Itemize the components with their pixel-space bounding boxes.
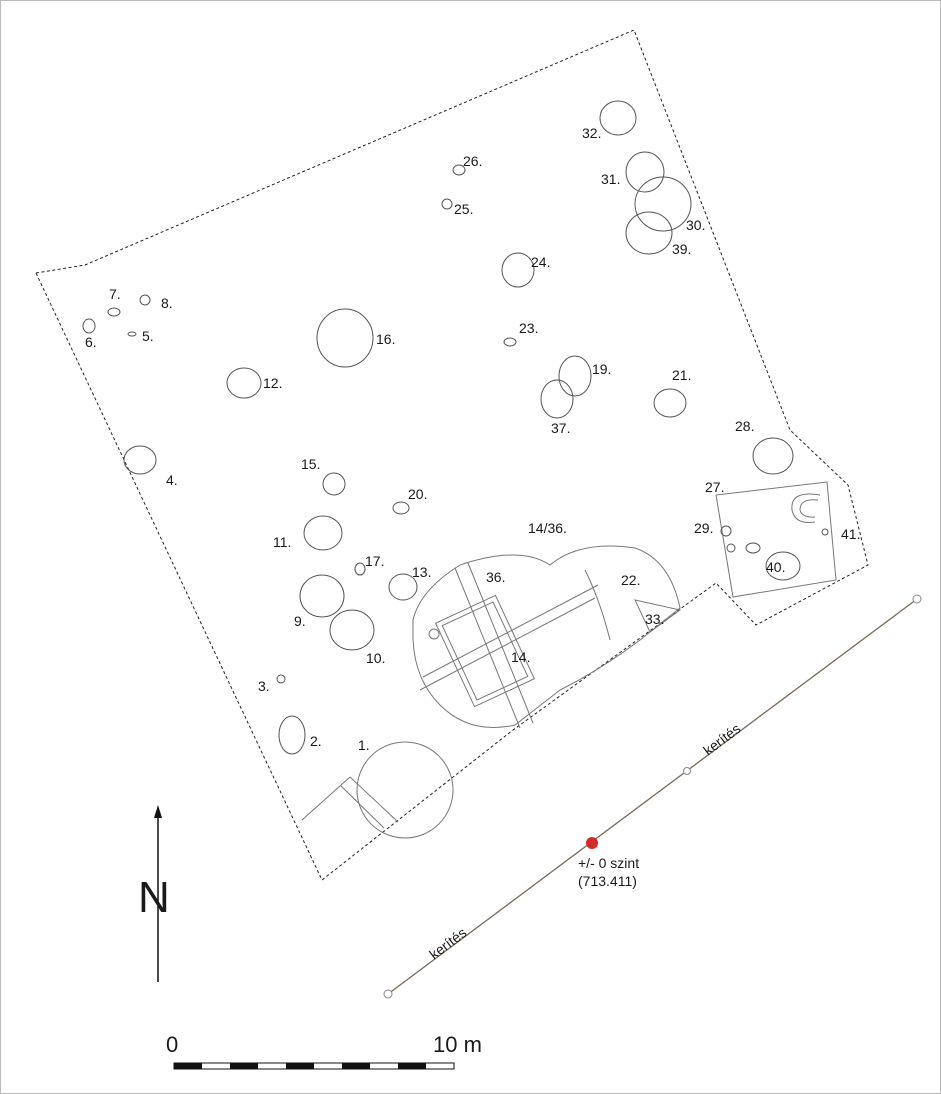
label-11: 11. [273,534,291,550]
label-5: 5. [142,328,154,344]
north-label: N [138,873,170,922]
pit-13 [388,573,418,601]
label-27: 27. [705,479,724,495]
north-arrow: N [138,805,170,982]
label-15: 15. [301,456,320,472]
pit-20 [392,501,410,515]
label-32: 32. [582,125,601,141]
pit-8 [139,294,151,306]
label-7: 7. [109,286,121,302]
pit-1-arc [356,741,454,839]
pit-24 [501,252,535,288]
excavation-boundary [35,29,869,881]
fence-label-upper: kerítés [700,720,743,758]
pit-12 [226,367,262,399]
pit-26 [452,164,466,176]
label-24: 24. [531,254,550,270]
label-23: 23. [519,320,538,336]
scale-bar: 0 10 m [166,1032,482,1070]
label-10: 10. [366,650,385,666]
label-6: 6. [85,334,97,350]
scale-end-label: 10 m [433,1032,482,1057]
label-21: 21. [672,367,691,383]
label-2: 2. [310,733,322,749]
fence-label-lower: kerítés [426,924,469,962]
datum-level: +/- 0 szint [578,855,639,871]
pit-2 [278,715,306,755]
label-4: 4. [166,472,178,488]
label-36: 36. [486,569,505,585]
pit-30 [634,176,692,232]
label-25: 25. [454,201,473,217]
label-28: 28. [735,418,754,434]
pit-17 [354,562,366,576]
label-41: 41. [841,526,860,542]
pit-23 [503,337,517,347]
label-14: 14. [511,649,530,665]
label-13: 13. [412,564,431,580]
feature-14-36 [412,545,682,729]
pit-21 [653,388,687,418]
pit-40 [765,551,801,581]
label-3: 3. [258,678,270,694]
pit-10 [329,609,375,651]
scale-start-label: 0 [166,1032,178,1057]
pit-19 [558,355,592,397]
datum-point: +/- 0 szint (713.411) [578,837,639,889]
north-arrow-head-icon [154,805,162,818]
label-9: 9. [294,613,306,629]
pit-37 [540,379,574,419]
pit-16 [316,308,374,368]
feature-14-cellar [434,594,536,708]
pit-11 [303,515,343,551]
feature-labels: 1. 2. 3. 4. 5. 6. 7. 8. 9. 10. 11. 12. 1… [85,125,860,753]
pit-31 [625,151,665,193]
pit-6 [82,318,96,334]
label-19: 19. [592,361,611,377]
label-26: 26. [463,153,482,169]
feature-1-structure [301,776,399,829]
pit-39 [625,211,673,255]
pit-28 [752,437,794,475]
fence-post-end [912,594,922,604]
pit-3 [276,674,286,684]
fence-post-start [383,989,393,999]
pit-25 [441,198,453,210]
label-31: 31. [601,171,620,187]
datum-marker [586,837,598,849]
pit-29 [720,525,732,537]
label-30: 30. [686,217,705,233]
label-16: 16. [376,331,395,347]
pit-5 [127,331,137,337]
label-8: 8. [161,295,173,311]
label-20: 20. [408,486,427,502]
datum-elevation: (713.411) [578,873,637,889]
pit-32 [599,100,637,136]
pit-15 [322,472,346,496]
label-29: 29. [694,520,713,536]
label-37: 37. [551,420,570,436]
label-39: 39. [672,241,691,257]
feature-27-area [715,481,837,598]
pit-9 [299,574,345,618]
label-40: 40. [766,559,785,575]
label-12: 12. [263,375,282,391]
pits [82,100,794,839]
label-33: 33. [645,611,664,627]
fence-post-middle [683,767,691,775]
label-1: 1. [358,737,370,753]
pit-7 [107,307,121,317]
label-14-36: 14/36. [528,520,567,536]
feature-33 [634,599,682,633]
label-22: 22. [621,572,640,588]
pit-4 [123,445,157,475]
label-17: 17. [365,553,384,569]
